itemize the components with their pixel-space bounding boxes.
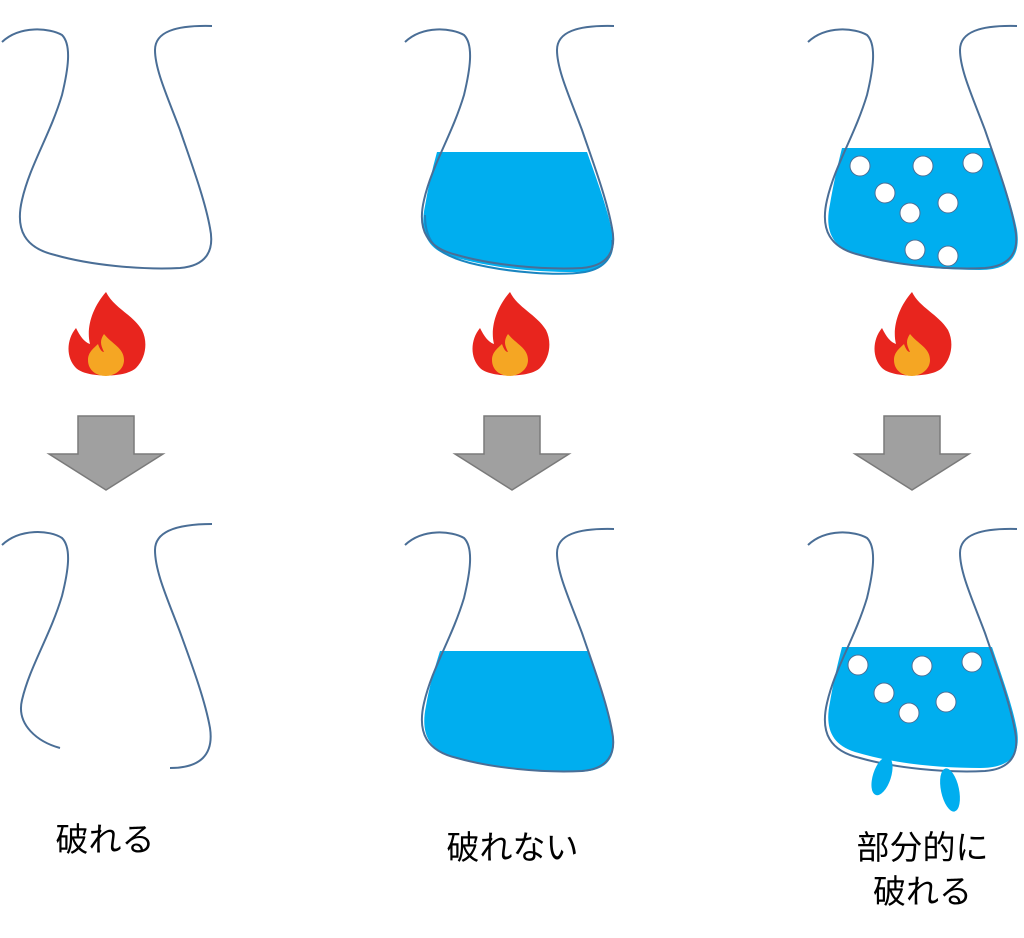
caption-does-not-break: 破れない [446,828,579,867]
panel-3-fire-icon [874,292,952,376]
panel-3-top-flask [807,24,1018,270]
caption-partially-breaks: 部分的に 破れる [835,826,1010,914]
panel-1-fire-icon [68,292,146,376]
caption-partially-breaks-line1: 部分的に [856,828,989,867]
caption-breaks: 破れる [55,820,155,859]
panel-3-bottom-flask [807,527,1018,812]
panel-2-top-flask [404,24,615,275]
panel-3-down-arrow-icon [854,415,970,491]
caption-partially-breaks-line2: 破れる [873,872,972,911]
panel-2-bottom-flask [404,527,615,773]
panel-1-down-arrow-icon [48,415,164,491]
leaking-water-drops [871,756,960,812]
panel-2-fire-icon [472,292,550,376]
panel-2-down-arrow-icon [454,415,570,491]
panel-1-top-flask [1,24,213,270]
panel-1-broken-flask [1,523,213,769]
